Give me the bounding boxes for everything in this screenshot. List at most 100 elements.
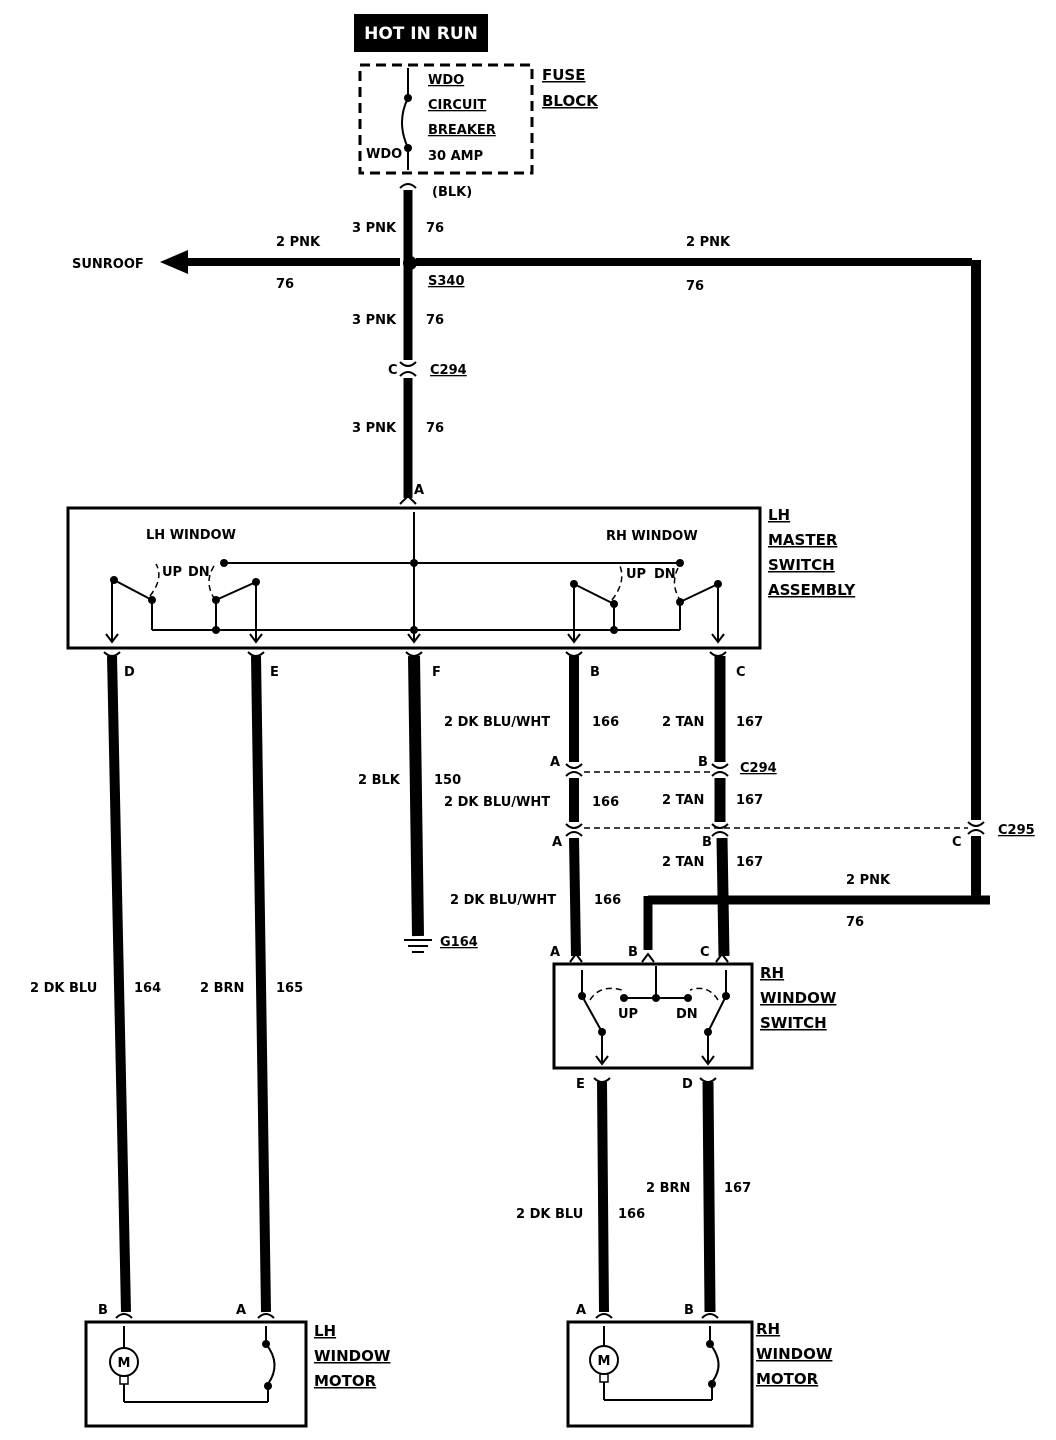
master-label-3: SWITCH — [768, 556, 835, 574]
c294-label-top: C294 — [430, 363, 467, 378]
fuse-block-label-1: FUSE — [542, 66, 585, 84]
below-c294-circuit: 76 — [426, 421, 444, 436]
fuse-block: WDO CIRCUIT BREAKER 30 AMP WDO FUSE BLOC… — [358, 63, 599, 200]
rh-motor-e-circuit: 166 — [618, 1207, 645, 1222]
c295-pin-a: A — [552, 835, 562, 850]
wire-d: D 2 DK BLU 164 — [30, 651, 161, 1313]
splice-dot — [403, 256, 417, 270]
wire-c: C 2 TAN 167 B C294 2 TAN 167 B 2 TAN 167 — [662, 651, 777, 957]
breaker-id: WDO — [366, 147, 402, 162]
right-pnk-size: 2 PNK — [686, 235, 731, 250]
rh-window-motor: A B M RH WINDOW MOTOR — [566, 1303, 833, 1428]
master-pin-b: B — [590, 665, 600, 680]
lh-motor-pin-b: B — [98, 1303, 108, 1318]
rh-motor-d-circuit: 167 — [724, 1181, 751, 1196]
ground-label: G164 — [440, 935, 478, 950]
wire-f-circuit: 150 — [434, 773, 461, 788]
rh-motor-pin-a: A — [576, 1303, 586, 1318]
rh-switch-pin-e: E — [576, 1077, 585, 1092]
right-pnk-branch: 2 PNK 76 2 PNK 76 — [416, 235, 990, 950]
breaker-line-1: WDO — [428, 73, 464, 88]
master-label-1: LH — [768, 506, 790, 524]
lh-motor-label-2: WINDOW — [314, 1347, 391, 1365]
c294-b-pin-b: B — [698, 755, 708, 770]
wire-b-size-1: 2 DK BLU/WHT — [444, 715, 550, 730]
rh-motor-pin-b: B — [684, 1303, 694, 1318]
rh-switch-label-3: SWITCH — [760, 1014, 827, 1032]
rh-window-title: RH WINDOW — [606, 529, 698, 544]
rh-switch-pin-a: A — [550, 945, 560, 960]
wire-b: B 2 DK BLU/WHT 166 A 2 DK BLU/WHT 166 A … — [444, 651, 621, 957]
wire-b-circuit-3: 166 — [594, 893, 621, 908]
rh-switch-up: UP — [618, 1007, 638, 1022]
rh-switch-pin-d: D — [682, 1077, 693, 1092]
rh-up: UP — [626, 567, 646, 582]
below-c294-size: 3 PNK — [352, 421, 397, 436]
sunroof-circuit: 76 — [276, 277, 294, 292]
lh-dn: DN — [188, 565, 210, 580]
rh-motor-e-size: 2 DK BLU — [516, 1207, 583, 1222]
rh-motor-label-1: RH — [756, 1320, 780, 1338]
rh-motor-label-3: MOTOR — [756, 1370, 819, 1388]
wire-c-circuit-3: 167 — [736, 855, 763, 870]
fuse-block-label-2: BLOCK — [542, 92, 599, 110]
master-label-2: MASTER — [768, 531, 838, 549]
wire-c-size-3: 2 TAN — [662, 855, 704, 870]
wire-c-circuit-1: 167 — [736, 715, 763, 730]
c295-label: C295 — [998, 823, 1035, 838]
pnk-lower-size: 2 PNK — [846, 873, 891, 888]
master-label-4: ASSEMBLY — [768, 581, 856, 599]
lh-motor-symbol: M — [118, 1356, 131, 1371]
pnk-lower-circuit: 76 — [846, 915, 864, 930]
wire-b-size-2: 2 DK BLU/WHT — [444, 795, 550, 810]
sunroof-wire-size: 2 PNK — [276, 235, 321, 250]
wire-c-size-2: 2 TAN — [662, 793, 704, 808]
rh-motor-d-size: 2 BRN — [646, 1181, 690, 1196]
rh-switch-pin-c: C — [700, 945, 710, 960]
wire-c-size-1: 2 TAN — [662, 715, 704, 730]
master-pin-c: C — [736, 665, 746, 680]
rh-dn: DN — [654, 567, 676, 582]
sunroof-label: SUNROOF — [72, 257, 144, 272]
rh-switch-label-1: RH — [760, 964, 784, 982]
wire-b-size-3: 2 DK BLU/WHT — [450, 893, 556, 908]
c294-label-lower: C294 — [740, 761, 777, 776]
master-pin-f: F — [432, 665, 441, 680]
main-wire-circuit: 76 — [426, 221, 444, 236]
wire-b-circuit-2: 166 — [592, 795, 619, 810]
rh-window-switch: A B C UP DN RH WINDOW SWITCH — [550, 945, 837, 1070]
wire-c-circuit-2: 167 — [736, 793, 763, 808]
wire-e-circuit: 165 — [276, 981, 303, 996]
wire-e-size: 2 BRN — [200, 981, 244, 996]
fuse-color-tag: (BLK) — [432, 185, 472, 200]
lh-motor-label-1: LH — [314, 1322, 336, 1340]
master-pin-d: D — [124, 665, 135, 680]
master-pin-a: A — [414, 483, 424, 498]
rh-switch-label-2: WINDOW — [760, 989, 837, 1007]
wire-d-size: 2 DK BLU — [30, 981, 97, 996]
c294-b-pin-a: A — [550, 755, 560, 770]
wire-f-size: 2 BLK — [358, 773, 401, 788]
rh-switch-pin-b: B — [628, 945, 638, 960]
main-feed: 3 PNK 76 S340 3 PNK 76 C C294 3 PNK 76 — [352, 183, 467, 505]
wire-b-circuit-1: 166 — [592, 715, 619, 730]
connector-tie-lines: C C295 — [584, 771, 1035, 850]
rh-switch-dn: DN — [676, 1007, 698, 1022]
lh-window-title: LH WINDOW — [146, 528, 236, 543]
breaker-line-3: BREAKER — [428, 123, 496, 138]
c295-pin-b: B — [702, 835, 712, 850]
hot-in-run-badge: HOT IN RUN — [354, 14, 488, 52]
rh-motor-wires: E D 2 DK BLU 166 2 BRN 167 — [516, 1077, 751, 1313]
hot-in-run-label: HOT IN RUN — [364, 24, 478, 44]
c294-pin-c: C — [388, 363, 398, 378]
sunroof-branch: SUNROOF 2 PNK 76 — [72, 235, 400, 292]
rh-motor-label-2: WINDOW — [756, 1345, 833, 1363]
splice-label: S340 — [428, 274, 465, 289]
below-splice-size: 3 PNK — [352, 313, 397, 328]
master-pin-e: E — [270, 665, 279, 680]
right-pnk-circuit: 76 — [686, 279, 704, 294]
lh-motor-pin-a: A — [236, 1303, 246, 1318]
wire-e: E 2 BRN 165 — [200, 651, 303, 1313]
wire-d-circuit: 164 — [134, 981, 161, 996]
